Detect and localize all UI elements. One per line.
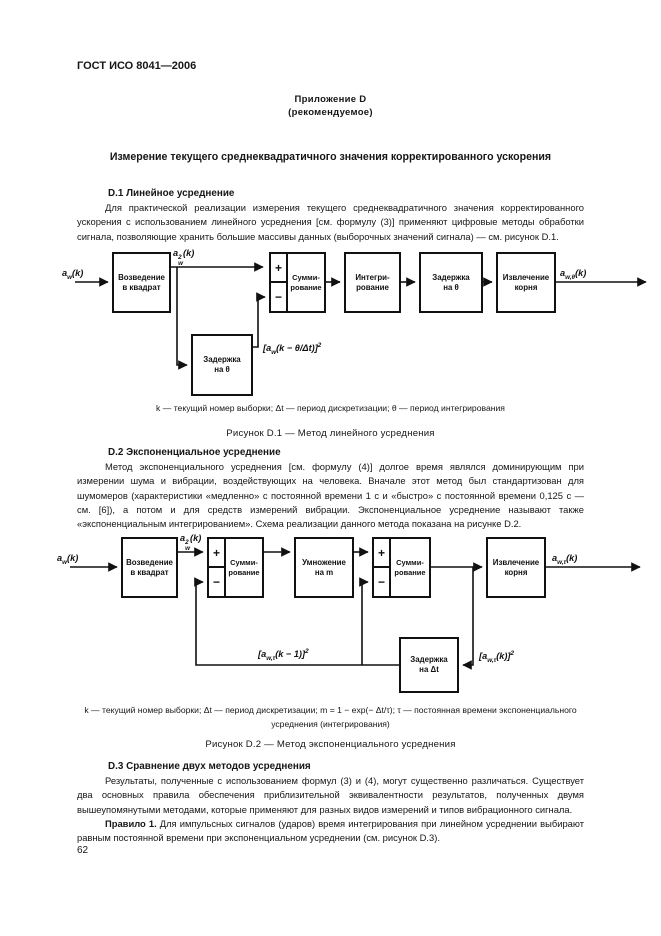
- block2-mult-rect: [294, 537, 354, 598]
- diagram1-geometry: [75, 252, 647, 396]
- section-d1-heading: D.1 Линейное усреднение: [108, 188, 235, 199]
- d1-input-signal-label: aw(k): [62, 268, 84, 281]
- block-integrate-label: Интегри-рование: [355, 272, 390, 292]
- sum2-plus-sign: +: [377, 545, 385, 560]
- section-d1-paragraph: Для практической реализации измерения те…: [77, 202, 584, 242]
- figure-d1-caption: Рисунок D.1 — Метод линейного усреднения: [226, 428, 435, 439]
- annex-type: (рекомендуемое): [288, 107, 373, 118]
- figure-d2-note-line2: усреднения (интегрирования): [271, 719, 390, 729]
- section-d2-paragraph: Метод экспоненциального усреднения [см. …: [77, 461, 584, 530]
- diagram1-connector-lines: [75, 262, 647, 370]
- sum-minus-sign: −: [274, 290, 282, 304]
- sum1-minus-sign: −: [212, 575, 220, 589]
- d1-feedback-signal-label: [aw(k − θ/Δt)]2: [263, 342, 322, 356]
- figure-d2-caption: Рисунок D.2 — Метод экспоненциального ус…: [205, 739, 456, 750]
- page-number: 62: [77, 845, 89, 856]
- rule1-label: Правило 1.: [105, 818, 157, 829]
- sum-plus-sign: +: [274, 260, 282, 275]
- section-d3-paragraph: Результаты, полученные с использованием …: [77, 775, 584, 815]
- annex-label: Приложение D: [294, 94, 367, 105]
- block2-sum1-label: Сумми-рование: [228, 557, 260, 577]
- diagram1-blocks: [112, 252, 556, 396]
- figure-d1-note: k — текущий номер выборки; Δt — период д…: [156, 403, 505, 413]
- d2-output-signal-label: aw,τ(k): [552, 553, 578, 566]
- block2-delay-fb-rect: [399, 637, 459, 693]
- document-number: ГОСТ ИСО 8041—2006: [77, 60, 197, 72]
- page-title: Измерение текущего среднеквадратичного з…: [109, 151, 552, 163]
- block-delay-fb-rect: [191, 334, 253, 396]
- block2-sum2-label: Сумми-рование: [394, 557, 426, 577]
- diagram2-geometry: [70, 537, 641, 693]
- section-d3-rule1: Правило 1.Для импульсных сигналов (ударо…: [77, 817, 584, 846]
- block2-square-rect: [121, 537, 178, 598]
- rule1-text: Для импульсных сигналов (ударов) время и…: [77, 818, 585, 844]
- diagram2-blocks: [121, 537, 546, 693]
- block-square-rect: [112, 252, 171, 313]
- block-sum-label: Сумми-рование: [290, 272, 322, 292]
- figure-d2-note-line1: k — текущий номер выборки; Δt — период д…: [84, 705, 577, 715]
- block2-root-rect: [486, 537, 546, 598]
- diagram2-connector-lines: [70, 547, 641, 670]
- sum2-minus-sign: −: [377, 575, 385, 589]
- section-d3-heading: D.3 Сравнение двух методов усреднения: [108, 761, 311, 772]
- d2-feedback-prev-signal-label: [aw,τ(k − 1)]2: [258, 648, 309, 662]
- block-root-rect: [496, 252, 556, 313]
- d1-output-signal-label: aw,θ(k): [560, 268, 587, 281]
- block-delay-rect: [419, 252, 483, 313]
- sum1-plus-sign: +: [212, 545, 220, 560]
- d2-input-signal-label: aw(k): [57, 553, 79, 566]
- d2-feedback-cur-signal-label: [aw,τ(k)]2: [479, 650, 514, 664]
- section-d2-heading: D.2 Экспоненциальное усреднение: [108, 447, 281, 458]
- block-integrate-rect: [344, 252, 401, 313]
